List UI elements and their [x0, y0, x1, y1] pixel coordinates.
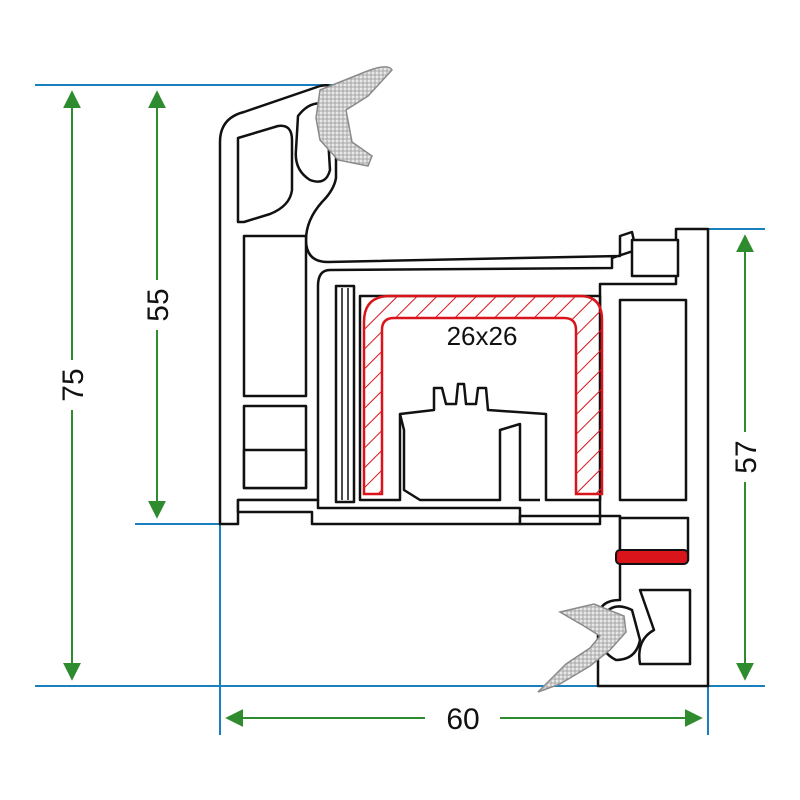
label-bg — [729, 432, 761, 482]
steel-reinforcement — [362, 294, 604, 496]
frame-bottom-chamber — [638, 588, 692, 666]
thermal-insert — [615, 549, 689, 565]
frame-top-chamber — [630, 238, 680, 278]
dim-label-width: 60 — [446, 703, 479, 736]
glazing-bead-strip — [334, 284, 356, 504]
reinforcement-label: 26x26 — [447, 321, 518, 351]
reinforcement-channel — [362, 294, 604, 496]
bottom-frame-gasket — [537, 603, 627, 693]
label-bg — [141, 280, 173, 330]
dim-label-frame-height: 57 — [730, 440, 763, 473]
frame-main-chamber — [618, 298, 688, 502]
sash-bottom-ledge — [236, 498, 522, 526]
sash-inner-chamber — [236, 124, 294, 224]
sash-chamber-left-upper — [242, 234, 308, 398]
top-sash-gasket — [315, 66, 393, 167]
sash-chamber-left-low — [242, 448, 308, 490]
dim-label-total-height: 75 — [57, 368, 90, 401]
sash-center-pocket — [358, 294, 602, 502]
sash-outline — [218, 84, 638, 526]
dim-label-sash-height: 55 — [142, 288, 175, 321]
label-bg — [56, 360, 88, 410]
sash-profile — [218, 84, 638, 526]
